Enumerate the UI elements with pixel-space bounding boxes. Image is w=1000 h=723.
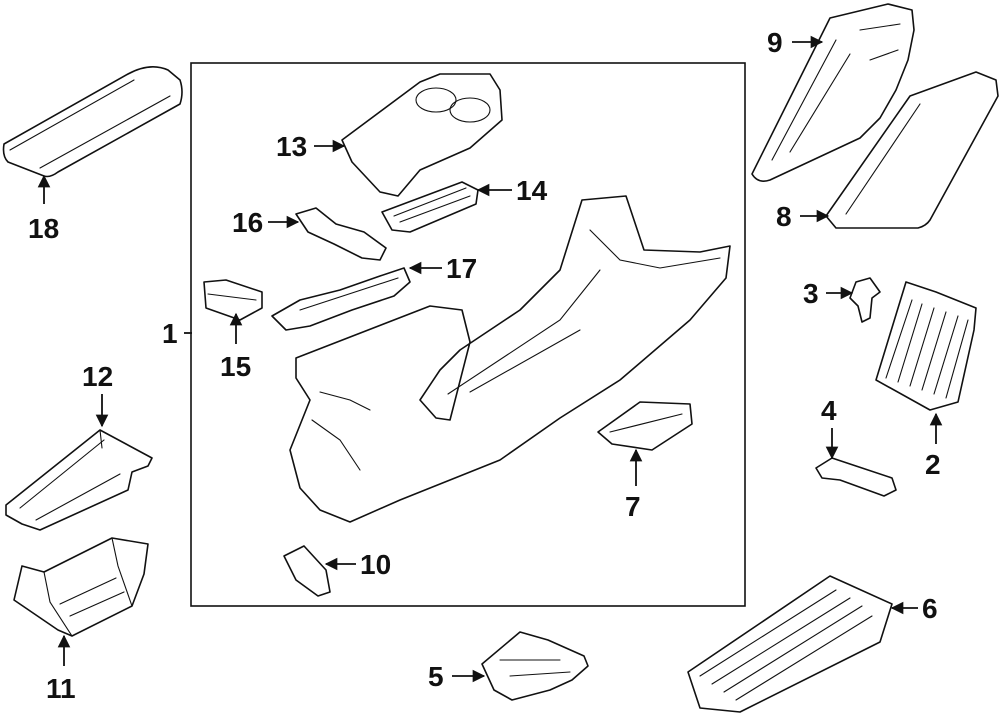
mount-part bbox=[597, 401, 693, 451]
console-main-part bbox=[289, 195, 731, 523]
callout-11: 11 bbox=[46, 673, 76, 704]
callout-12: 12 bbox=[82, 361, 113, 392]
armrest-lid-part bbox=[2, 66, 183, 178]
callout-7: 7 bbox=[625, 491, 641, 522]
callout-3: 3 bbox=[803, 278, 819, 309]
small-trim-part bbox=[283, 545, 331, 597]
callout-10: 10 bbox=[360, 549, 391, 580]
storage-bin-part bbox=[13, 537, 149, 637]
callout-6: 6 bbox=[922, 593, 938, 624]
bracket-part bbox=[815, 457, 897, 497]
leader-lines bbox=[37, 35, 943, 683]
callout-15: 15 bbox=[220, 351, 251, 382]
callout-2: 2 bbox=[925, 449, 941, 480]
callout-18: 18 bbox=[28, 213, 59, 244]
bezel-part bbox=[295, 207, 387, 261]
callout-17: 17 bbox=[446, 253, 477, 284]
cup-holder-part bbox=[341, 73, 503, 197]
storage-tray-part bbox=[5, 429, 153, 531]
cover-plate-part bbox=[381, 181, 479, 233]
bracket-base-part bbox=[481, 631, 589, 701]
callout-8: 8 bbox=[776, 201, 792, 232]
callout-16: 16 bbox=[232, 207, 263, 238]
switch-panel-part bbox=[271, 267, 411, 331]
liner-part bbox=[875, 281, 977, 411]
callout-9: 9 bbox=[767, 27, 783, 58]
callout-13: 13 bbox=[276, 131, 307, 162]
callout-4: 4 bbox=[821, 395, 837, 426]
callout-5: 5 bbox=[428, 661, 444, 692]
callout-labels: 1 2 3 4 5 6 7 8 9 10 11 12 13 14 15 16 1… bbox=[28, 27, 941, 704]
rear-duct-part bbox=[687, 575, 893, 713]
trim-panel-part bbox=[825, 71, 999, 229]
side-panel-part bbox=[751, 3, 915, 182]
clip-part bbox=[849, 277, 881, 323]
callout-1: 1 bbox=[162, 318, 178, 349]
callout-14: 14 bbox=[516, 175, 548, 206]
module-part bbox=[203, 279, 263, 321]
assembly-frame bbox=[190, 62, 746, 607]
